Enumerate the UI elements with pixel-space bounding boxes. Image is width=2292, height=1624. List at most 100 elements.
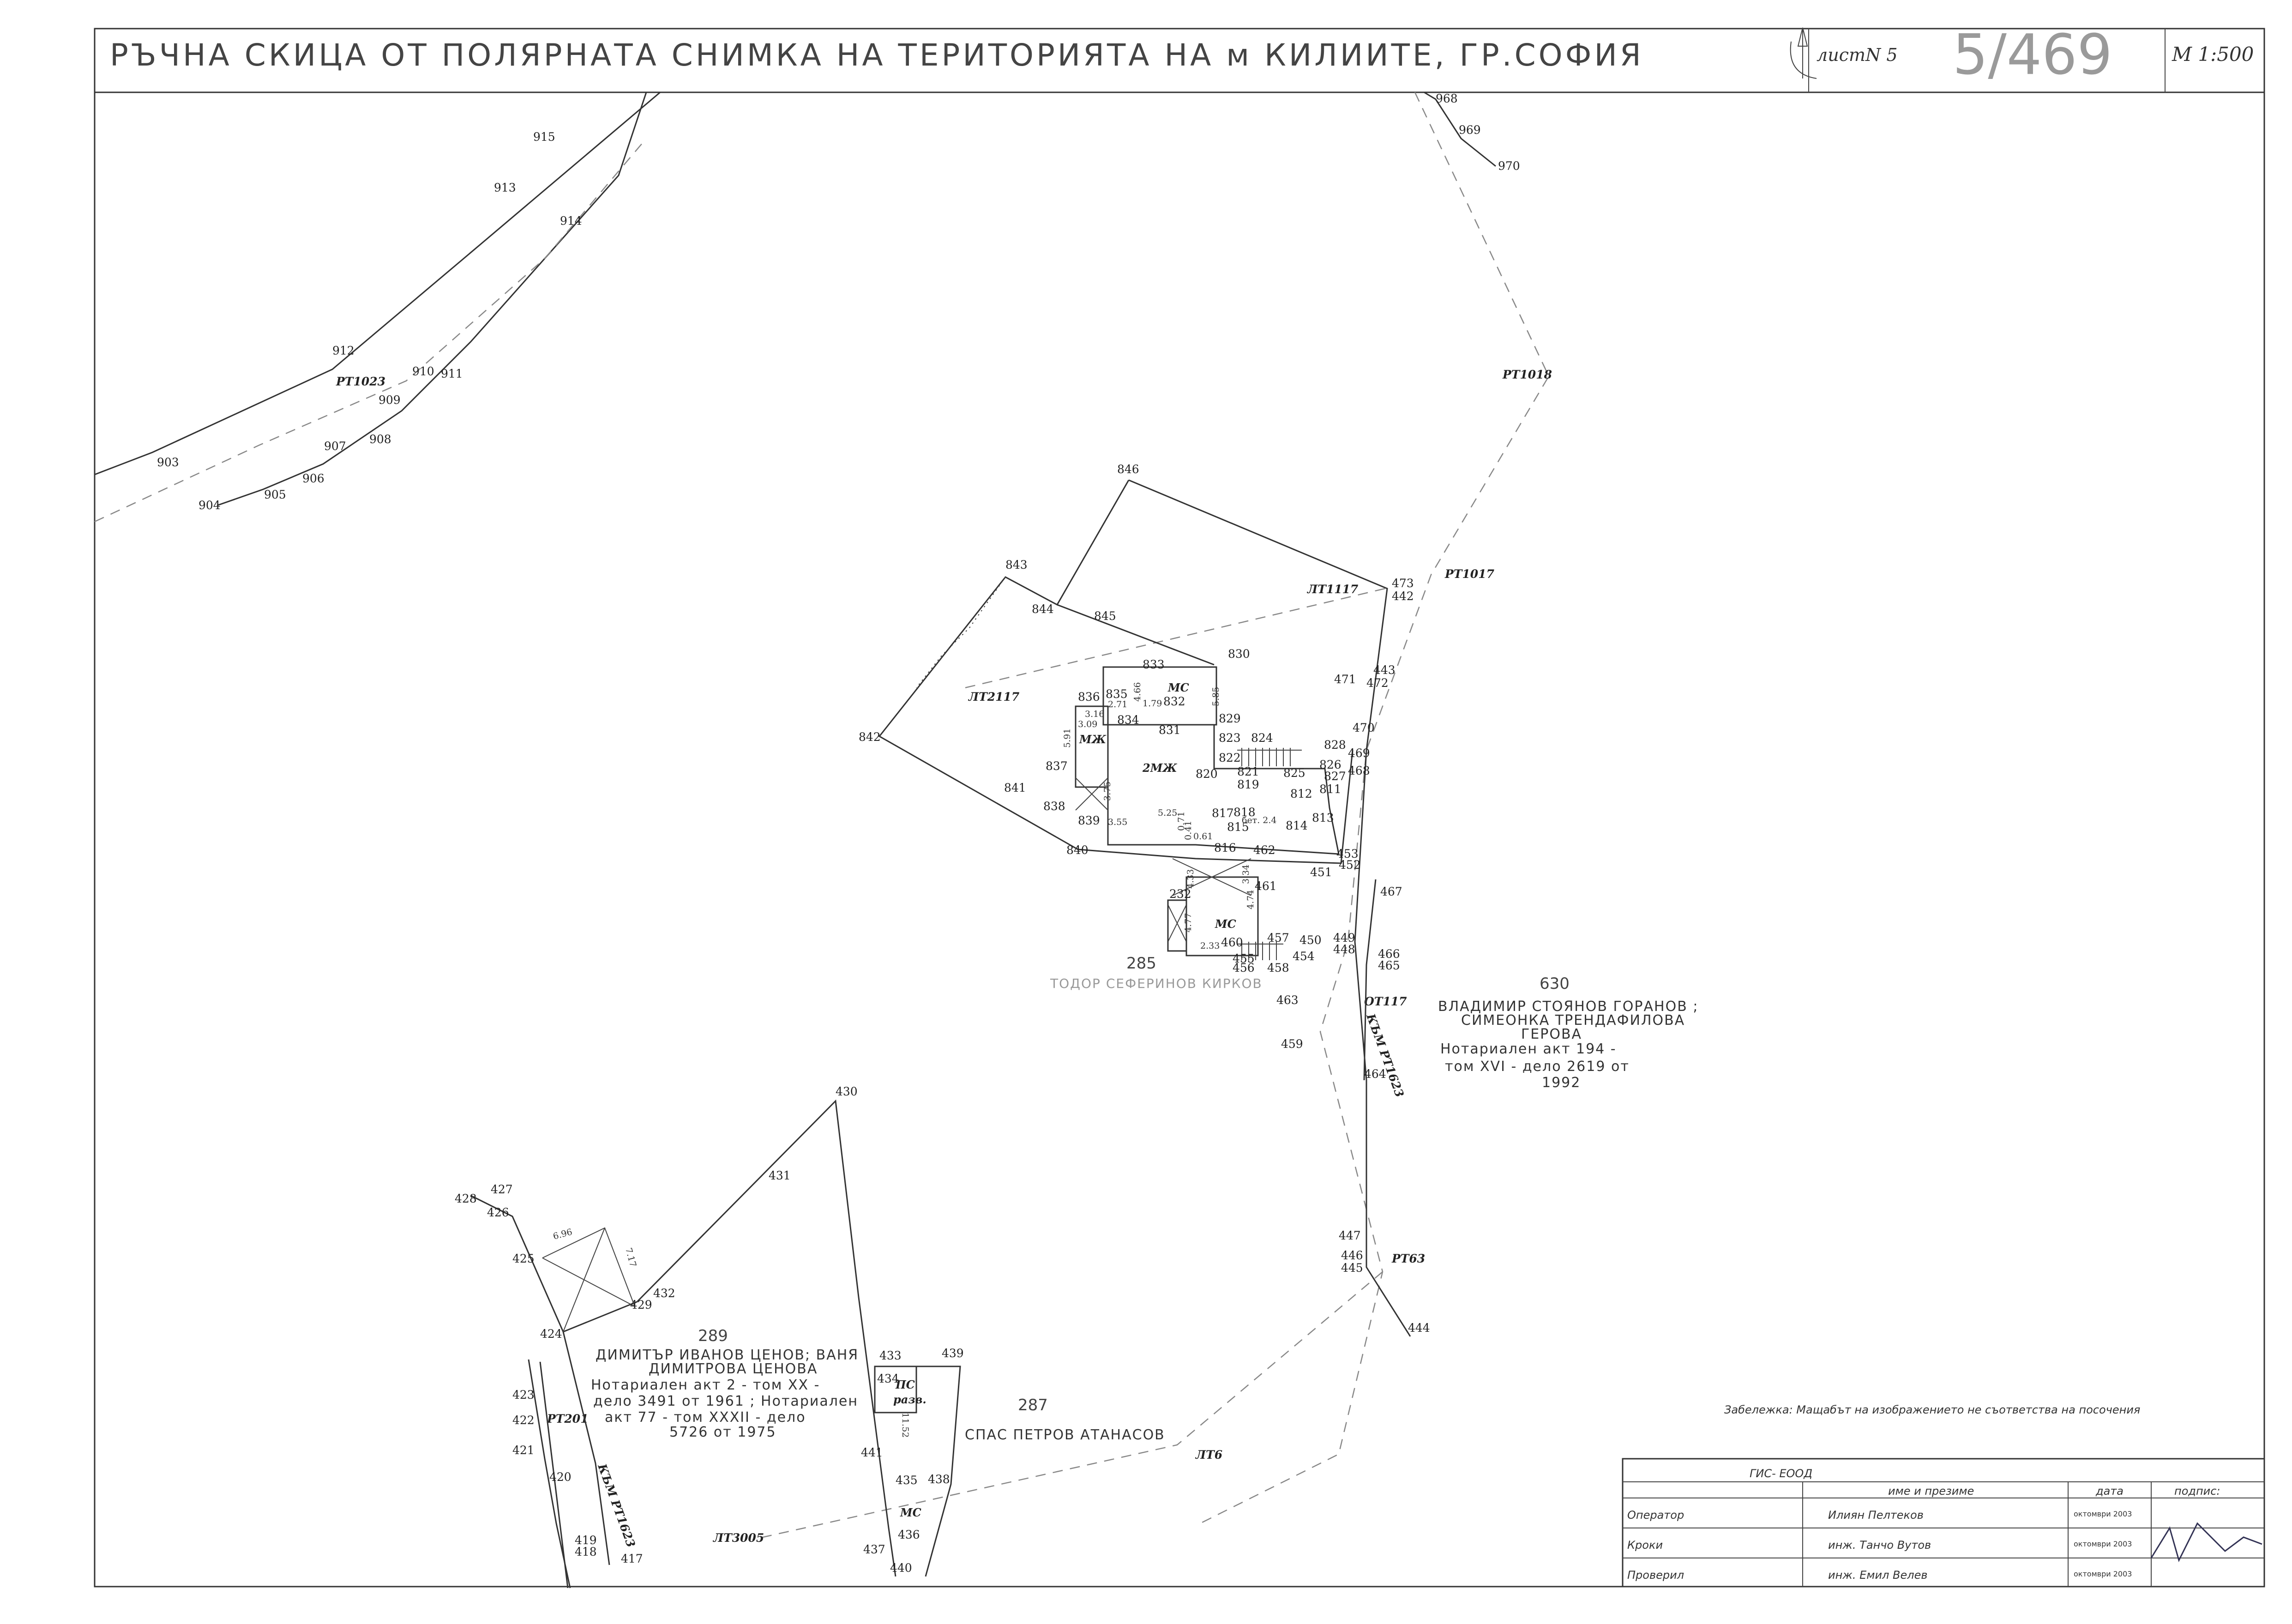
map-label: 453 (1336, 847, 1359, 860)
station-lt1117: ЛТ1117 (1306, 583, 1359, 596)
map-label: 423 (512, 1388, 535, 1401)
map-label: дело 3491 от 1961 ; Нотариален (593, 1393, 858, 1409)
table-header: име и презиме (1888, 1485, 1974, 1498)
map-label: 822 (1219, 751, 1241, 764)
map-label: 842 (859, 730, 881, 744)
map-label: 421 (512, 1444, 535, 1457)
station-lt2117: ЛТ2117 (968, 690, 1020, 704)
map-label: ВЛАДИМИР СТОЯНОВ ГОРАНОВ ; (1438, 998, 1698, 1015)
building-label: ПС (895, 1378, 915, 1391)
map-label: 471 (1334, 673, 1356, 686)
map-label: 287 (1018, 1396, 1048, 1414)
map-label: 419 (575, 1534, 597, 1547)
point-label: 905 (264, 488, 286, 501)
map-label: 815 (1227, 820, 1249, 834)
building-label: МС (900, 1506, 921, 1519)
map-label: 838 (1043, 800, 1065, 813)
point-label: 910 (412, 365, 434, 378)
parcel-289-point-labels: 430 431 432 427 428 426 425 424 429 433 … (455, 1085, 964, 1575)
map-label: 473 (1392, 577, 1414, 590)
point-label: 970 (1498, 159, 1520, 173)
map-label: 429 (630, 1298, 652, 1311)
station-rt201: РТ201 (547, 1412, 589, 1426)
map-label: 445 (1341, 1261, 1363, 1275)
map-label: 455 (1233, 952, 1255, 965)
map-label: 467 (1380, 885, 1402, 898)
building-label: МС (1215, 917, 1236, 931)
parcel-289-label: 289 ДИМИТЪР ИВАНОВ ЦЕНОВ; ВАНЯ ДИМИТРОВА… (591, 1327, 859, 1440)
map-label: 426 (487, 1206, 509, 1219)
map-label: 823 (1219, 731, 1241, 745)
map-label: 440 (890, 1561, 912, 1575)
map-label: 435 (896, 1474, 918, 1487)
map-label: 466 (1378, 947, 1400, 961)
map-label: 830 (1228, 647, 1250, 661)
map-label: 844 (1032, 602, 1054, 616)
map-label: 472 (1366, 676, 1389, 690)
map-label: 5726 от 1975 (669, 1424, 776, 1440)
point-label: 969 (1459, 123, 1481, 137)
map-label: ГЕРОВА (1521, 1026, 1582, 1042)
map-label: 829 (1219, 712, 1241, 725)
station-rt1023: РТ1023 (336, 375, 385, 388)
point-label: 968 (1436, 92, 1458, 105)
map-label: 458 (1267, 961, 1289, 974)
parcel-630-boundaries (878, 479, 1411, 1337)
point-label: 907 (324, 439, 346, 453)
map-label: 825 (1283, 766, 1305, 780)
station-lt3005: ЛТ3005 (712, 1531, 764, 1545)
building-label: разв. (893, 1393, 926, 1406)
map-label: 422 (512, 1413, 535, 1427)
map-label: 438 (928, 1473, 950, 1486)
table-row-date: октомври 2003 (2074, 1540, 2132, 1548)
sheet-frame (94, 28, 2265, 1588)
map-label: СПАС ПЕТРОВ АТАНАСОВ (965, 1427, 1165, 1443)
table-row-role: Проверил (1627, 1569, 1684, 1582)
map-label: 826 (1319, 758, 1342, 771)
map-label: 460 (1221, 936, 1243, 949)
map-label: 846 (1117, 463, 1139, 476)
point-label: 913 (494, 181, 516, 194)
map-label: 0.41 (1183, 821, 1193, 840)
map-label: 837 (1046, 759, 1068, 773)
map-label: 4.74 (1245, 890, 1256, 909)
map-label: 461 (1255, 879, 1277, 893)
map-label: 418 (575, 1545, 597, 1558)
point-label: 906 (302, 472, 325, 485)
map-label: 449 (1333, 931, 1355, 944)
map-label: 442 (1392, 589, 1414, 603)
map-label: 2.71 (1108, 699, 1127, 710)
map-label: 451 (1310, 866, 1332, 879)
map-label: 3.55 (1108, 817, 1127, 827)
building-block (1075, 666, 1340, 960)
map-label: 11.52 (900, 1413, 910, 1438)
map-label: СИМЕОНКА ТРЕНДАФИЛОВА (1461, 1012, 1685, 1029)
map-label: 3.34 (1241, 865, 1251, 884)
map-label: ДИМИТЪР ИВАНОВ ЦЕНОВ; ВАНЯ (596, 1347, 859, 1363)
station-rt1018: РТ1018 (1502, 368, 1552, 381)
map-label: 470 (1353, 721, 1375, 734)
map-label: 843 (1005, 558, 1028, 571)
parcel-287-label: 287 СПАС ПЕТРОВ АТАНАСОВ (965, 1396, 1165, 1443)
map-label: 812 (1290, 787, 1312, 800)
map-label: 417 (621, 1552, 643, 1565)
building-label: бет. 2.4 (1242, 815, 1277, 825)
map-label: 454 (1293, 950, 1315, 963)
parcel-630-label: 630 ВЛАДИМИР СТОЯНОВ ГОРАНОВ ; СИМЕОНКА … (1438, 974, 1698, 1091)
map-label: 420 (549, 1470, 571, 1484)
map-label: 4.33 (1185, 869, 1196, 889)
north-arrow-icon (1790, 27, 1817, 79)
point-label: 908 (369, 433, 391, 446)
sheet-code: 5/469 (1953, 23, 2112, 87)
map-label: 465 (1378, 959, 1400, 972)
parcel-289-boundaries (470, 1099, 961, 1588)
map-label: ДИМИТРОВА ЦЕНОВА (649, 1361, 818, 1377)
sheet-number: листN 5 (1817, 45, 1898, 65)
map-label: 468 (1348, 764, 1370, 777)
map-label: 827 (1324, 770, 1346, 783)
map-label: 448 (1333, 943, 1355, 956)
building-label: 2МЖ (1142, 761, 1177, 775)
map-label: Нотариален акт 2 - том XX - (591, 1377, 820, 1393)
map-label: Нотариален акт 194 - (1440, 1041, 1617, 1057)
map-label: 3.09 (1078, 719, 1097, 729)
